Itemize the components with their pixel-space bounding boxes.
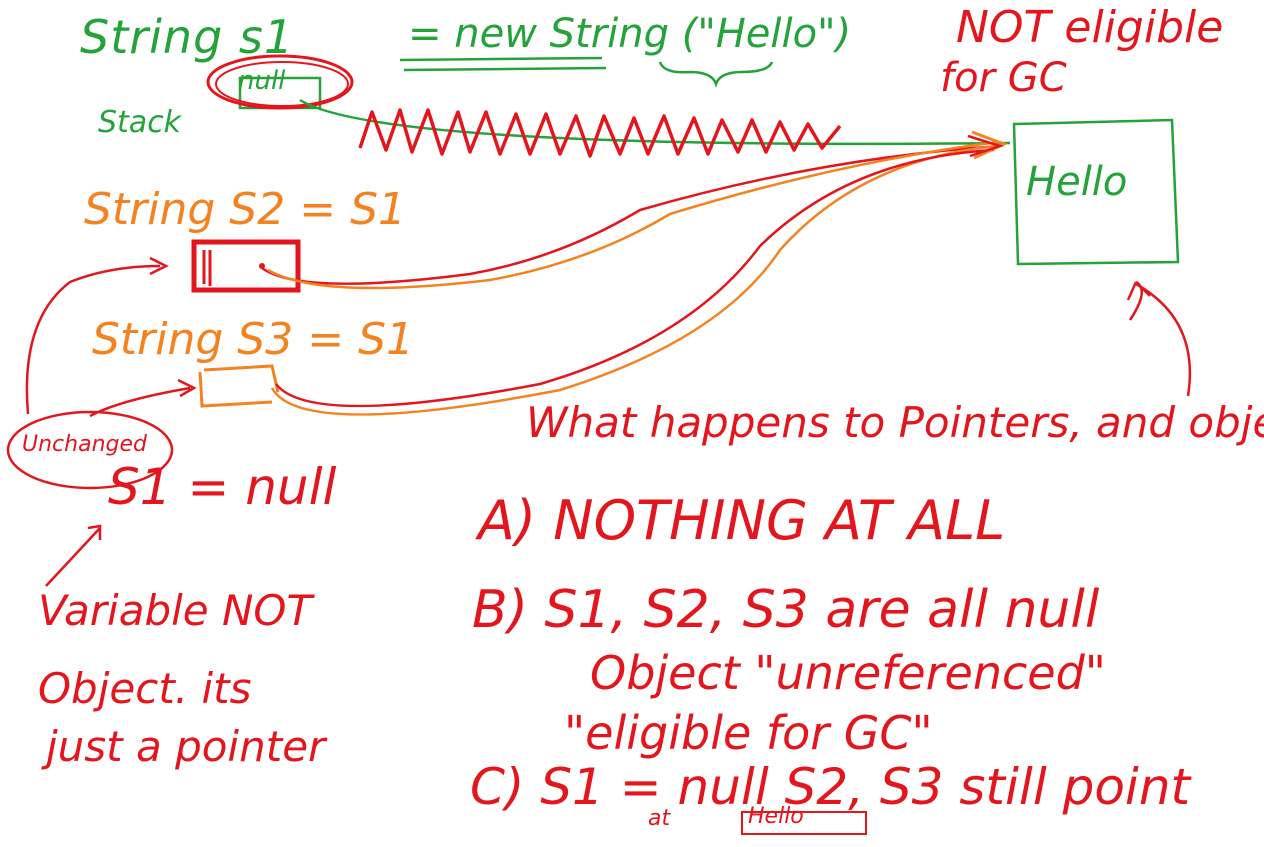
s1-declaration: String s1 xyxy=(80,10,295,64)
s2-pointer-box xyxy=(191,239,301,293)
for-gc-label: for GC xyxy=(940,55,1067,101)
option-c: C) S1 = null S2, S3 still point xyxy=(470,758,1191,816)
not-eligible-label: NOT eligible xyxy=(956,2,1224,53)
s1-null-circle xyxy=(206,54,354,110)
not-eligible-arrow xyxy=(1126,280,1151,321)
s1-null-statement: S1 = null xyxy=(108,458,337,516)
s2-declaration: String S2 = S1 xyxy=(84,184,406,235)
stack-label: Stack xyxy=(98,105,182,140)
s2-pointer-orange xyxy=(267,140,999,290)
heap-object-label: Hello xyxy=(1026,159,1128,205)
option-a: A) NOTHING AT ALL xyxy=(478,489,1006,552)
variable-note-line1: Variable NOT xyxy=(38,586,313,635)
option-c-at: at xyxy=(648,806,671,831)
s3-declaration: String S3 = S1 xyxy=(92,314,414,365)
unchanged-label: Unchanged xyxy=(22,432,147,457)
option-b-line3: "eligible for GC" xyxy=(564,706,933,760)
s2-pointer-red xyxy=(261,144,1001,285)
option-c-hello-box xyxy=(741,811,867,835)
unchanged-to-s3-arrow xyxy=(89,378,197,418)
variable-note-arrow xyxy=(45,524,102,587)
question-text: What happens to Pointers, and object xyxy=(526,398,1264,447)
s1-assignment: = new String ("Hello") xyxy=(408,11,852,57)
s3-pointer-orange xyxy=(270,144,997,416)
unchanged-to-s2-arrow xyxy=(25,256,169,415)
unchanged-circle xyxy=(6,410,174,490)
s1-null-value: null xyxy=(238,66,286,96)
option-b-line2: Object "unreferenced" xyxy=(590,646,1106,700)
new-string-underline xyxy=(399,56,607,72)
variable-note-line3: just a pointer xyxy=(46,722,326,771)
s3-pointer-red xyxy=(275,148,995,408)
s1-original-pointer xyxy=(299,98,1011,146)
variable-note-line2: Object. its xyxy=(38,664,252,713)
hello-literal-brace xyxy=(658,61,774,88)
option-b-line1: B) S1, S2, S3 are all null xyxy=(472,580,1100,640)
hello-object-box xyxy=(1012,118,1180,266)
s3-pointer-box xyxy=(198,364,280,408)
option-c-hello: Hello xyxy=(748,804,804,829)
pointer-scribble xyxy=(358,108,842,158)
pointer-arrowhead xyxy=(971,130,1008,160)
